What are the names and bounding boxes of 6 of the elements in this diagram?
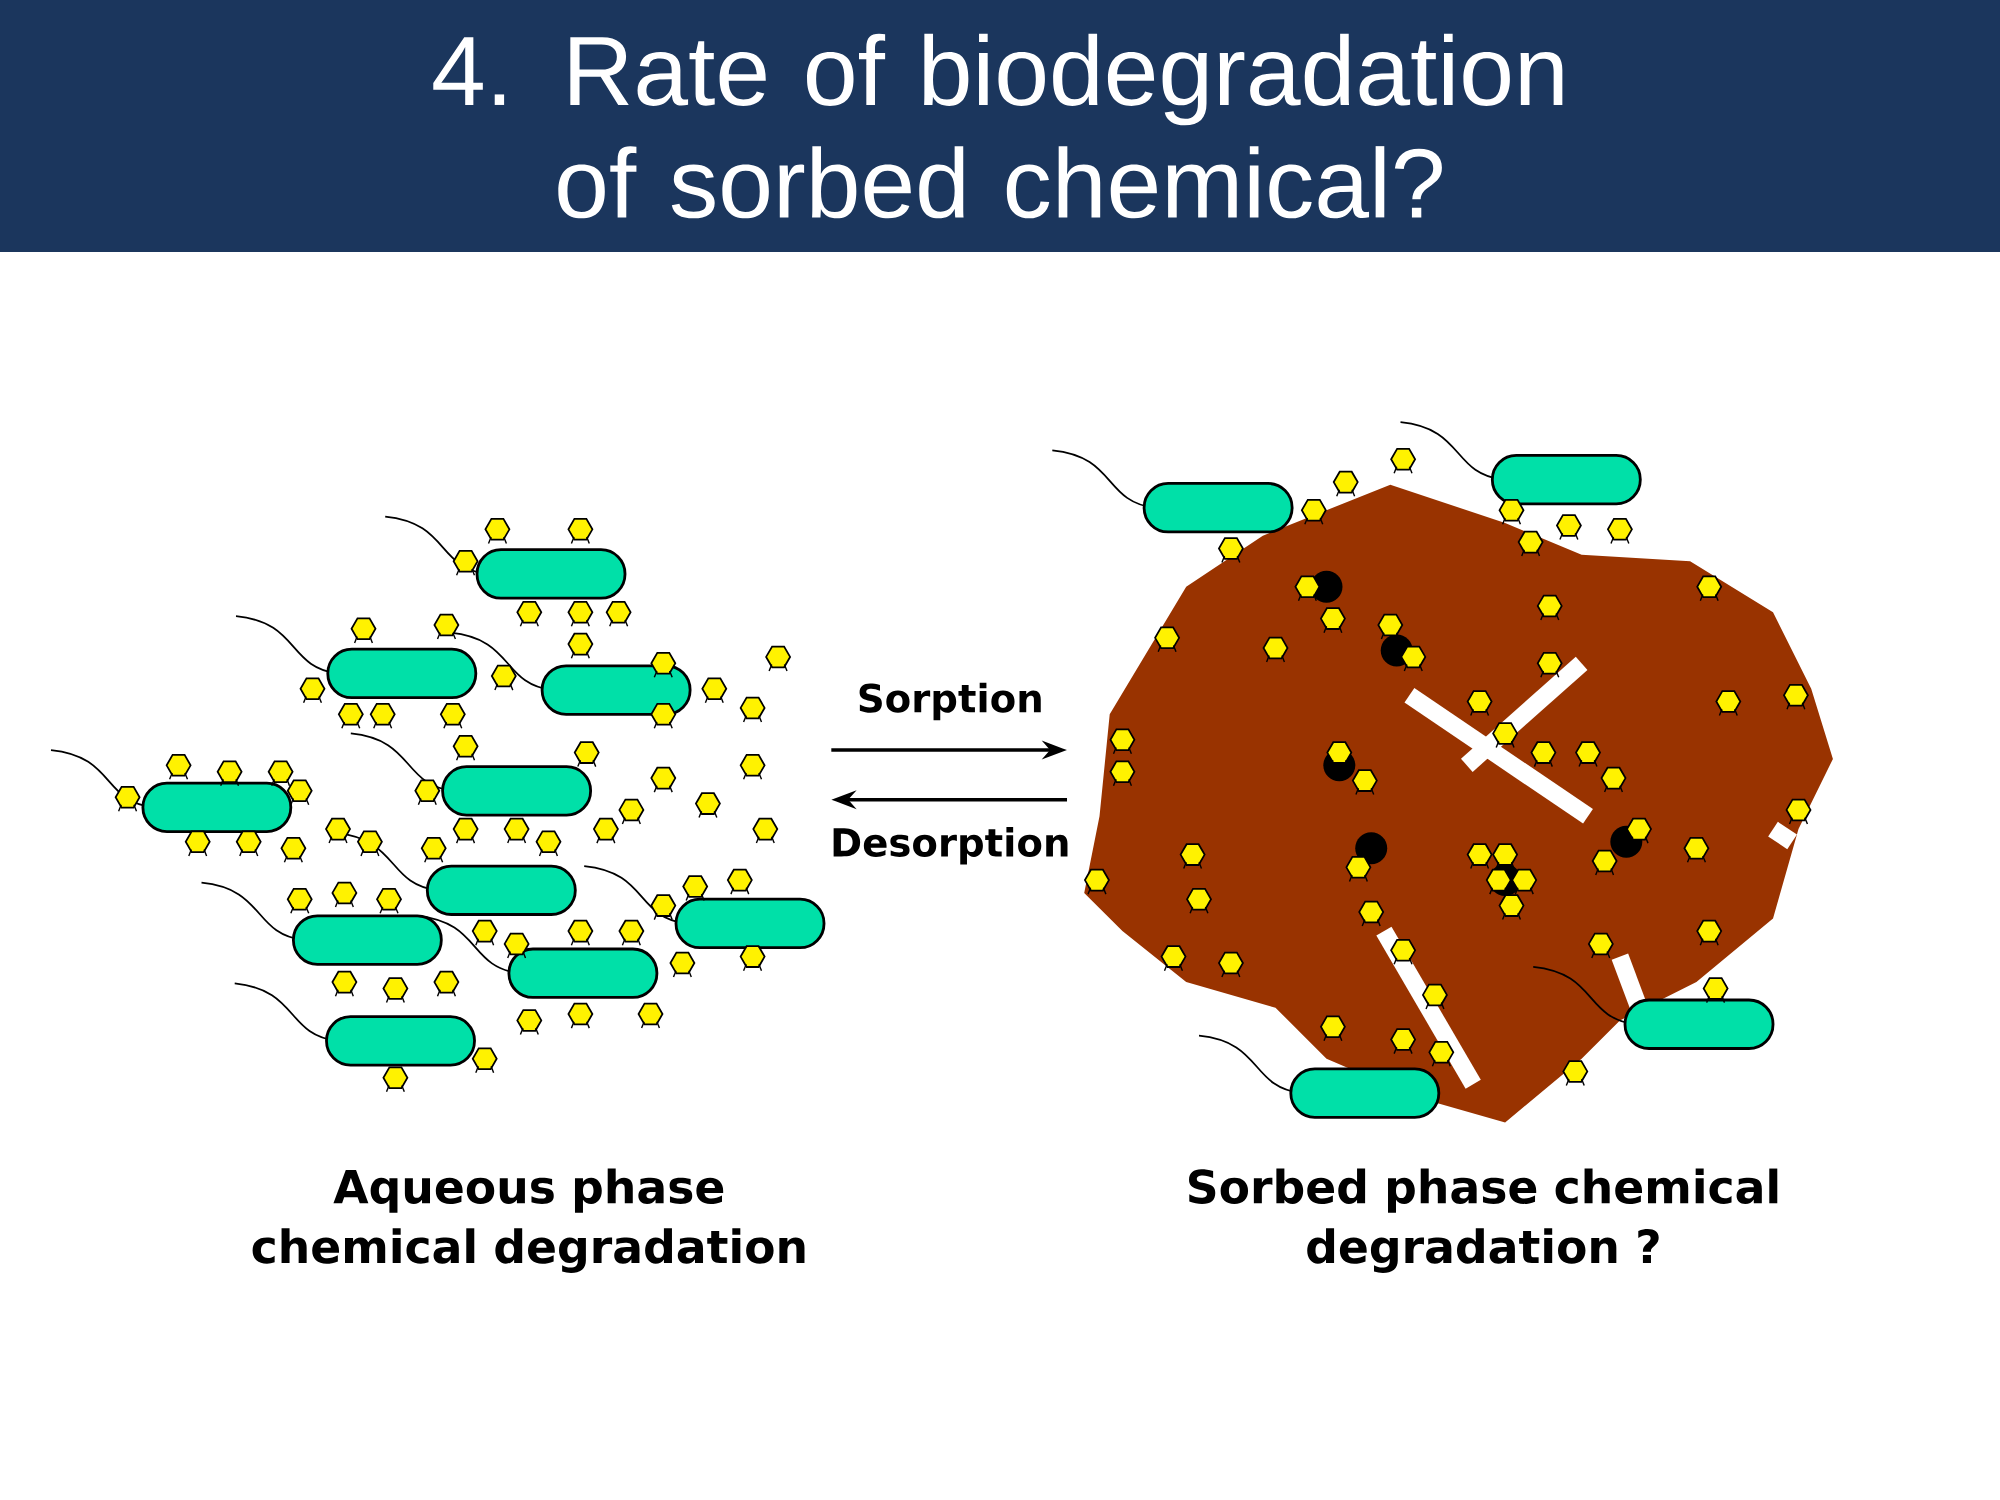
node-label: Aqueous phase chemical degradation — [252, 1168, 805, 1273]
edge-label: Sorption — [853, 679, 1048, 724]
bacteria-cluster-drawing — [50, 515, 826, 1093]
node-label: Sorbed phase chemical degradation ? — [1189, 1168, 1778, 1273]
title-banner: 4. Rate of biodegradation of sorbed chemical? — [0, 0, 2000, 252]
edge-label: Desorption — [826, 823, 1075, 868]
